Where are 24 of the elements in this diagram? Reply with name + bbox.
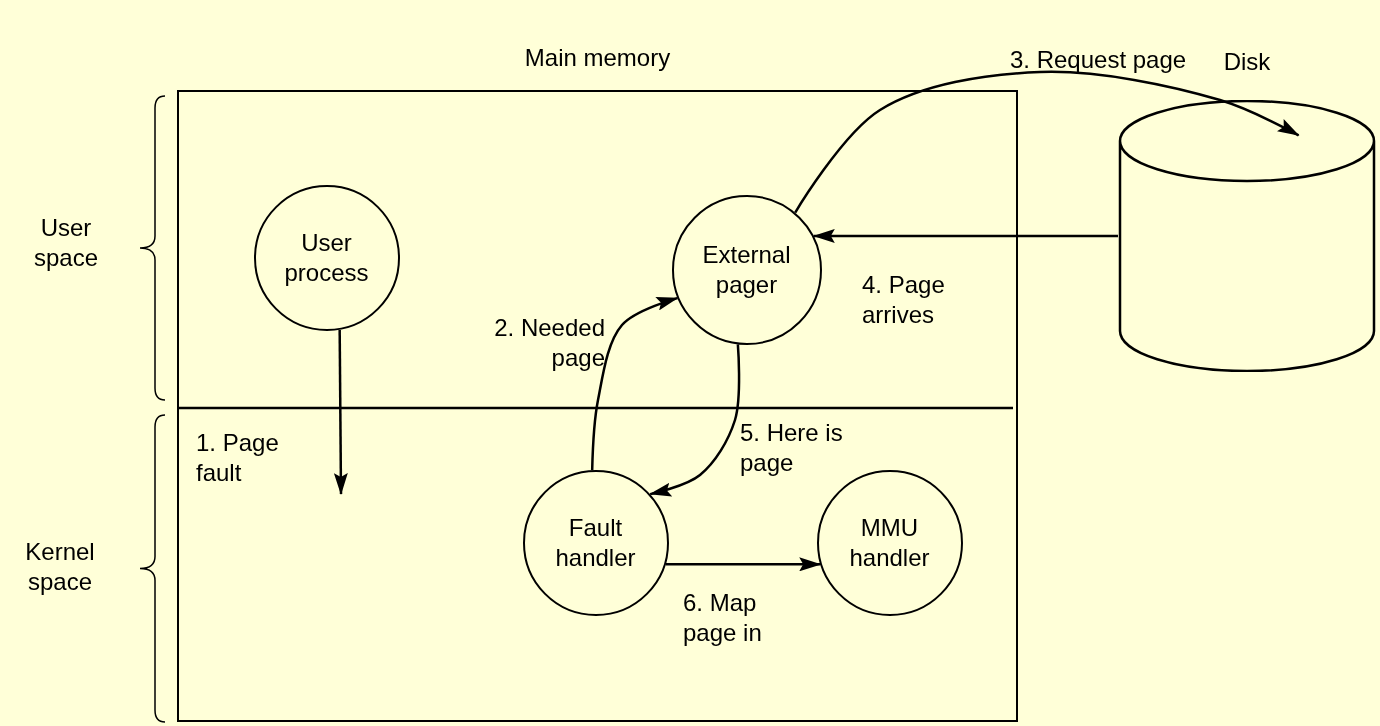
region-label: User space: [32, 213, 99, 273]
process-circle: [816, 469, 963, 616]
process-circle: [522, 469, 669, 616]
arrow: [794, 70, 1300, 214]
arrow: [590, 296, 679, 471]
edge-label: 6. Map page in: [683, 588, 763, 648]
arrow: [649, 344, 741, 497]
node-label: User process: [283, 227, 370, 288]
node-label: MMU handler: [848, 512, 931, 573]
edge-label: 1. Page fault: [196, 428, 280, 488]
arrow: [812, 228, 1118, 243]
node-label: Fault handler: [554, 512, 637, 573]
node-label: External pager: [701, 239, 792, 300]
edge-label: 5. Here is page: [740, 418, 844, 478]
arrow: [333, 329, 348, 495]
arrow: [665, 557, 822, 572]
edge-label: 2. Needed page: [493, 313, 605, 373]
edge-label: 4. Page arrives: [862, 270, 946, 330]
process-circle: [671, 194, 822, 345]
box-title: Main memory: [524, 44, 671, 72]
process-circle: [253, 184, 400, 331]
region-label: Kernel space: [24, 537, 96, 597]
edge-label: 3. Request page: [1010, 45, 1188, 75]
disk-label: Disk: [1223, 48, 1271, 76]
